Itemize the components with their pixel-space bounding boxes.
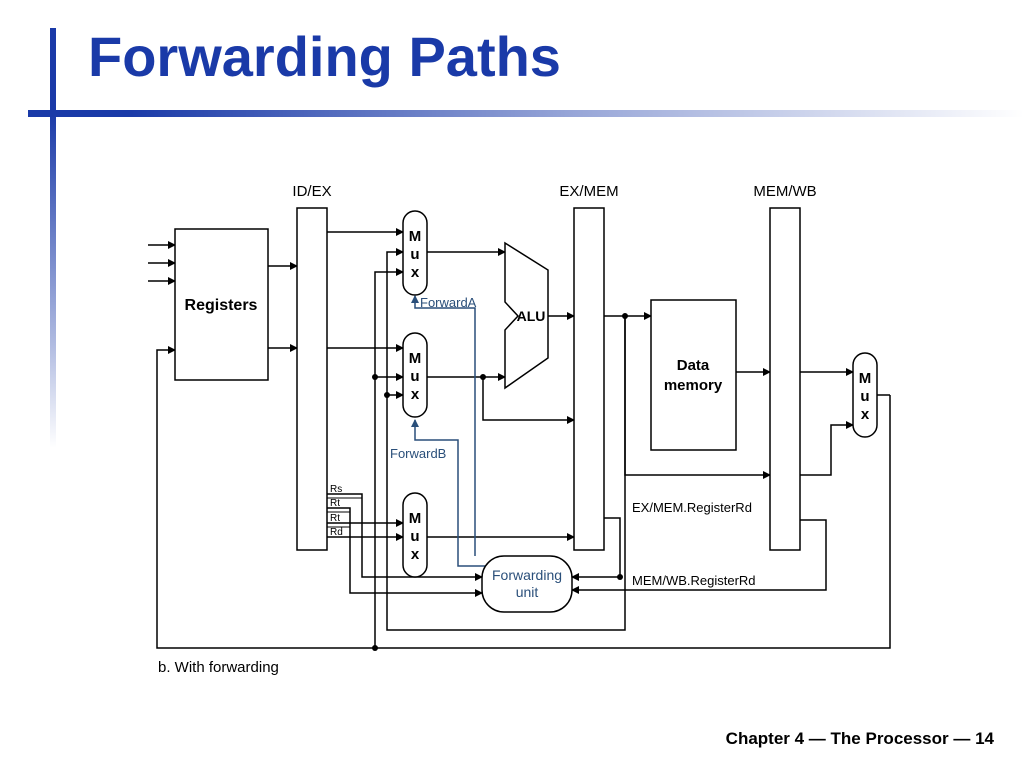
ex-mem-register-rd-label: EX/MEM.RegisterRd	[632, 500, 752, 515]
svg-text:Forwarding: Forwarding	[492, 567, 562, 583]
slide-title: Forwarding Paths	[88, 25, 561, 88]
field-rt-2: Rt	[330, 513, 340, 524]
svg-text:x: x	[411, 546, 420, 563]
svg-text:unit: unit	[516, 584, 539, 600]
alu-label: ALU	[517, 308, 546, 324]
svg-text:memory: memory	[664, 377, 723, 394]
svg-text:M: M	[859, 370, 872, 387]
field-rd: Rd	[330, 527, 343, 538]
mem-wb-register	[769, 207, 801, 551]
id-ex-label: ID/EX	[292, 183, 331, 200]
accent-vertical-bar	[50, 28, 56, 448]
forward-b-label: ForwardB	[390, 446, 446, 461]
svg-text:Data: Data	[677, 357, 710, 374]
svg-text:M: M	[409, 228, 422, 245]
svg-text:u: u	[410, 368, 419, 385]
ex-mem-label: EX/MEM	[559, 183, 618, 200]
mux-reg-dest	[402, 492, 428, 578]
svg-text:x: x	[411, 264, 420, 281]
mem-wb-label: MEM/WB	[753, 183, 816, 200]
diagram-caption: b. With forwarding	[158, 659, 279, 676]
svg-text:M: M	[409, 510, 422, 527]
registers-block	[174, 228, 269, 381]
svg-text:u: u	[410, 528, 419, 545]
svg-text:x: x	[411, 386, 420, 403]
forward-a-label: ForwardA	[420, 295, 477, 310]
slide-footer: Chapter 4 — The Processor — 14	[725, 729, 994, 748]
id-ex-register	[296, 207, 328, 551]
svg-text:M: M	[409, 350, 422, 367]
mux-forward-b	[402, 332, 428, 418]
alu-shape	[504, 241, 549, 390]
ex-mem-register	[573, 207, 605, 551]
mem-wb-register-rd-label: MEM/WB.RegisterRd	[632, 573, 756, 588]
svg-text:u: u	[410, 246, 419, 263]
field-rs: Rs	[330, 484, 342, 495]
mux-forward-a	[402, 210, 428, 296]
data-memory-block	[650, 299, 737, 451]
svg-text:u: u	[860, 388, 869, 405]
mux-writeback	[852, 352, 878, 438]
registers-label: Registers	[185, 297, 258, 314]
field-rt-1: Rt	[330, 498, 340, 509]
svg-text:x: x	[861, 406, 870, 423]
accent-horizontal-bar	[28, 110, 1024, 117]
forwarding-unit	[481, 555, 573, 613]
